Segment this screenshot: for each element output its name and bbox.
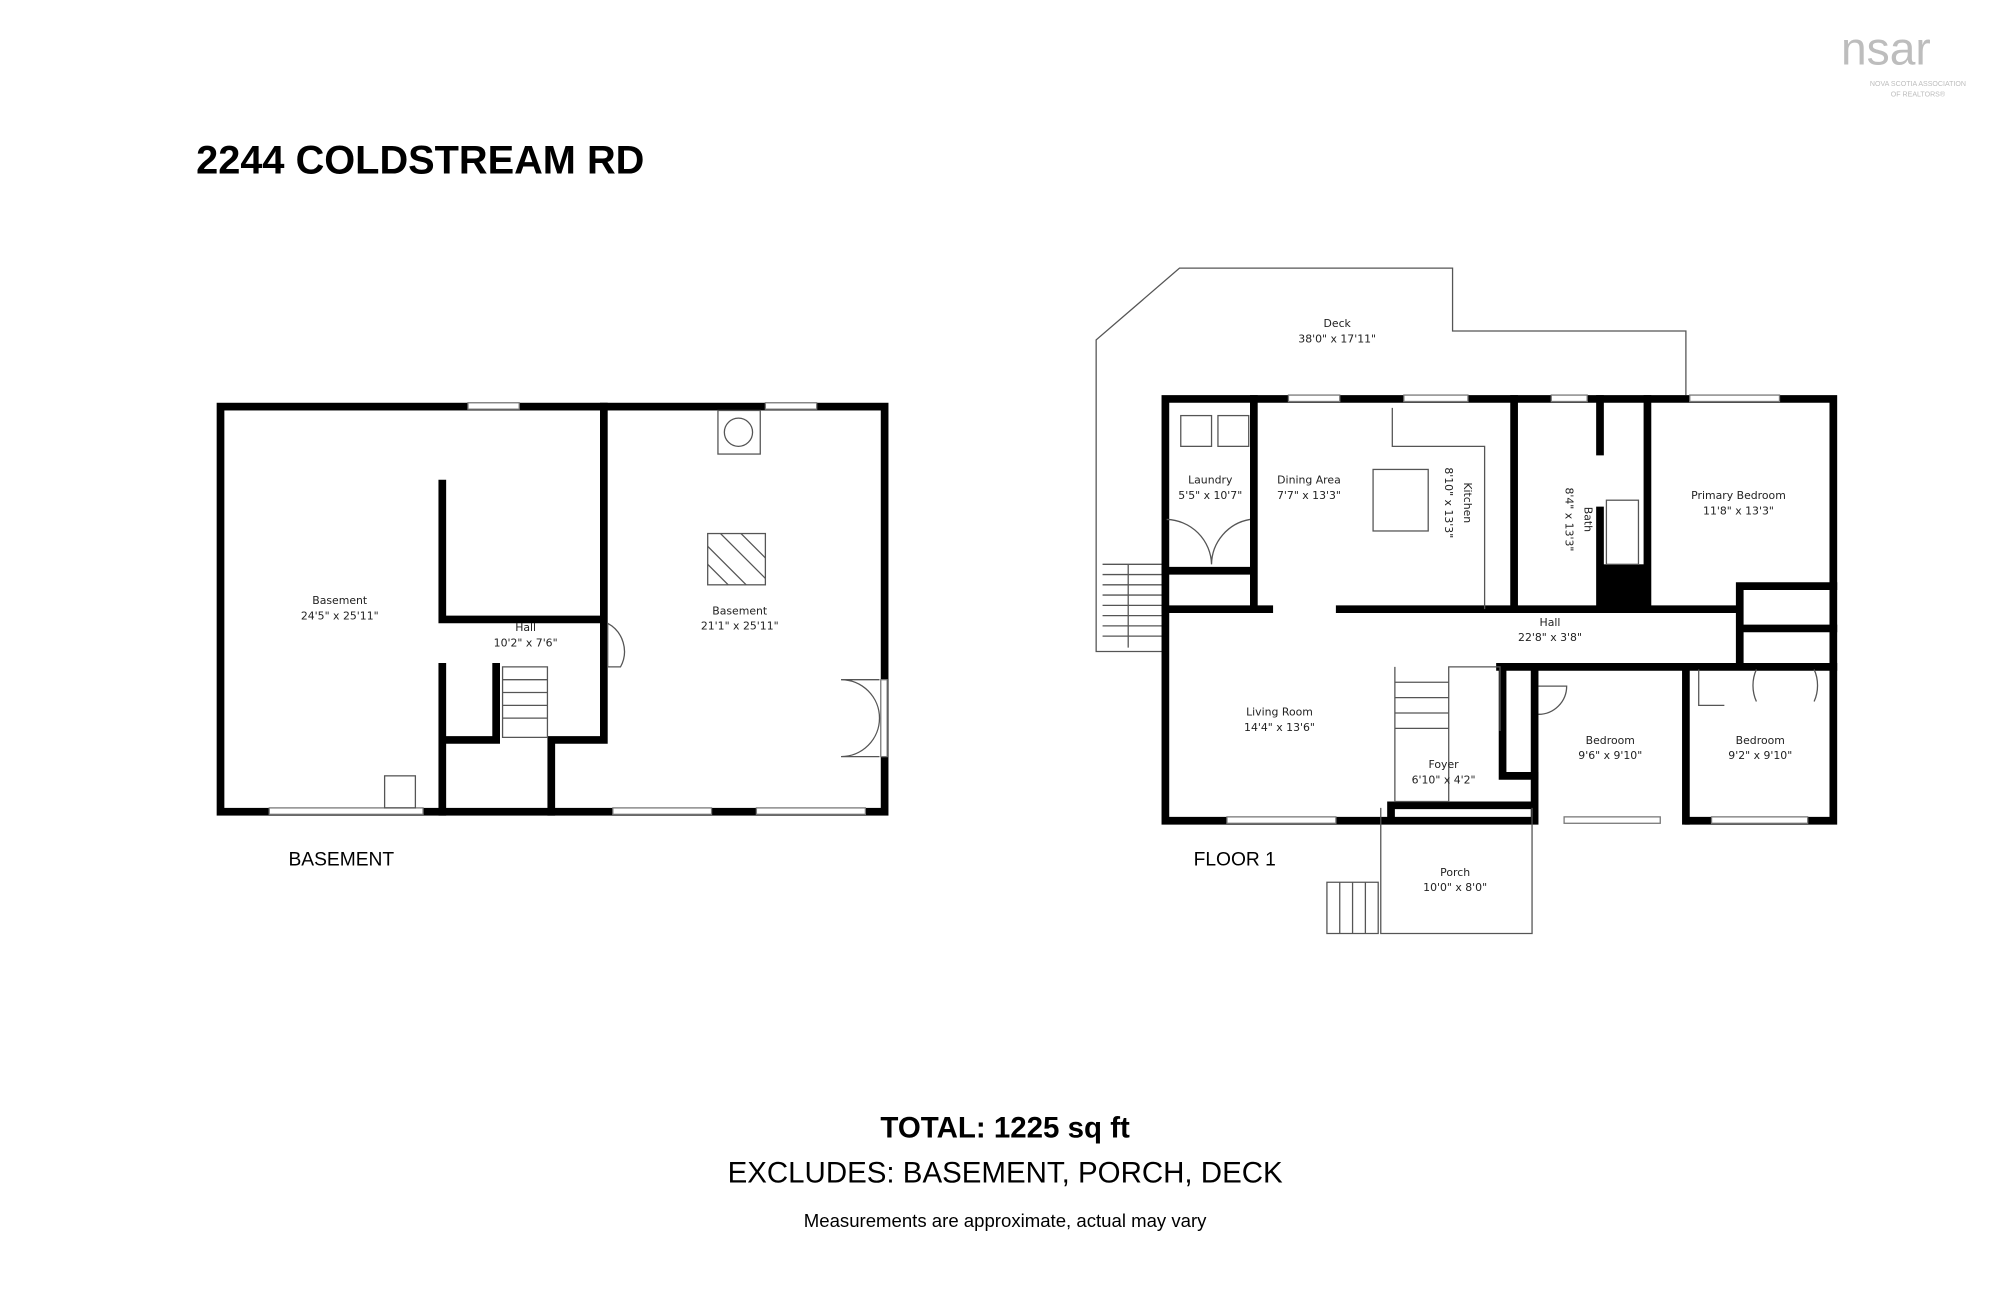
svg-text:21'1" x 25'11": 21'1" x 25'11": [701, 620, 779, 633]
svg-text:Dining Area: Dining Area: [1277, 474, 1341, 487]
disclaimer: Measurements are approximate, actual may…: [804, 1210, 1207, 1231]
svg-text:Living Room: Living Room: [1246, 706, 1313, 719]
svg-text:14'4" x 13'6": 14'4" x 13'6": [1244, 721, 1315, 734]
svg-text:10'2" x 7'6": 10'2" x 7'6": [494, 636, 558, 649]
svg-text:Primary Bedroom: Primary Bedroom: [1691, 489, 1786, 502]
svg-text:Kitchen: Kitchen: [1461, 482, 1474, 523]
nsar-logo: nsar NOVA SCOTIA ASSOCIATION OF REALTORS…: [1841, 22, 1966, 98]
svg-text:24'5" x 25'11": 24'5" x 25'11": [301, 609, 379, 622]
svg-text:Bedroom: Bedroom: [1736, 734, 1785, 747]
basement-plan: Basement 24'5" x 25'11" Hall 10'2" x 7'6…: [216, 402, 889, 871]
svg-text:7'7" x 13'3": 7'7" x 13'3": [1277, 489, 1341, 502]
excludes-note: EXCLUDES: BASEMENT, PORCH, DECK: [728, 1156, 1283, 1189]
svg-text:OF REALTORS®: OF REALTORS®: [1891, 90, 1946, 98]
svg-text:9'6" x 9'10": 9'6" x 9'10": [1578, 749, 1642, 762]
svg-text:Bedroom: Bedroom: [1586, 734, 1635, 747]
svg-text:Foyer: Foyer: [1429, 758, 1460, 771]
svg-text:Laundry: Laundry: [1188, 474, 1233, 487]
svg-text:9'2" x 9'10": 9'2" x 9'10": [1728, 749, 1792, 762]
svg-text:38'0" x 17'11": 38'0" x 17'11": [1298, 333, 1376, 346]
floor1-label: FLOOR 1: [1194, 850, 1276, 871]
svg-text:8'10" x 13'3": 8'10" x 13'3": [1442, 467, 1455, 538]
svg-text:8'4" x 13'3": 8'4" x 13'3": [1562, 487, 1575, 551]
svg-text:5'5" x 10'7": 5'5" x 10'7": [1178, 489, 1242, 502]
basement-label: BASEMENT: [288, 850, 394, 871]
svg-text:Basement: Basement: [712, 604, 767, 617]
svg-text:Hall: Hall: [1540, 616, 1561, 629]
svg-text:NOVA SCOTIA ASSOCIATION: NOVA SCOTIA ASSOCIATION: [1870, 81, 1966, 88]
svg-text:11'8" x 13'3": 11'8" x 13'3": [1703, 504, 1774, 517]
svg-text:6'10" x 4'2": 6'10" x 4'2": [1412, 774, 1476, 787]
svg-text:22'8" x 3'8": 22'8" x 3'8": [1518, 631, 1582, 644]
total-area: TOTAL: 1225 sq ft: [880, 1111, 1130, 1144]
svg-text:10'0" x 8'0": 10'0" x 8'0": [1423, 881, 1487, 894]
svg-text:nsar: nsar: [1841, 22, 1931, 74]
svg-text:Porch: Porch: [1440, 866, 1470, 879]
svg-text:Bath: Bath: [1582, 507, 1595, 532]
page-title: 2244 COLDSTREAM RD: [196, 138, 644, 182]
svg-text:Deck: Deck: [1324, 317, 1352, 330]
svg-text:Basement: Basement: [312, 594, 367, 607]
svg-text:Hall: Hall: [515, 621, 536, 634]
floor1-plan: Deck 38'0" x 17'11" Laundry 5'5" x 10'7"…: [1095, 267, 1838, 935]
